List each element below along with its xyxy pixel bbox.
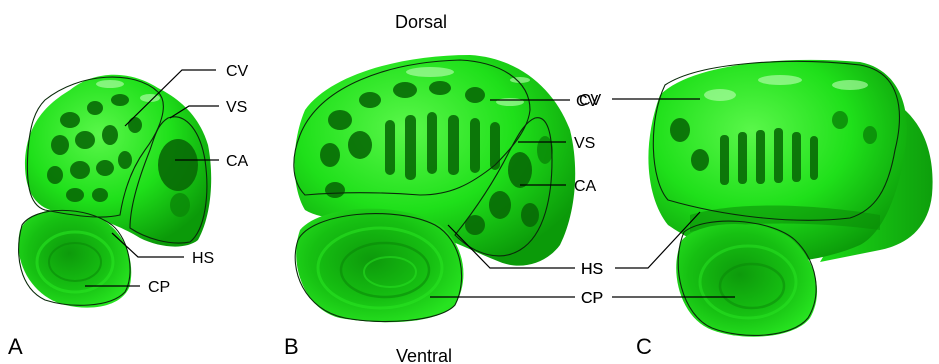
- panel-b-label-ca: CA: [574, 178, 597, 195]
- panel-a-label-cp: CP: [148, 279, 170, 296]
- panel-a-label-hs: HS: [192, 250, 214, 267]
- panel-b-label-vs: VS: [574, 135, 595, 152]
- panel-b-cp-disc: [296, 209, 463, 323]
- panel-c-letter: C: [636, 334, 652, 359]
- panel-a-label-ca: CA: [226, 153, 249, 170]
- panel-a-letter: A: [8, 334, 23, 359]
- orientation-ventral: Ventral: [396, 346, 452, 364]
- panel-c-label-cv: CV: [579, 92, 602, 109]
- panel-c-label-cp: CP: [581, 290, 603, 307]
- panel-c-label-hs: HS: [581, 261, 603, 278]
- panel-b-letter: B: [284, 334, 299, 359]
- panel-a-ca-cavity: [158, 139, 198, 191]
- panel-a-label-vs: VS: [226, 99, 247, 116]
- panel-b-specimen: [294, 55, 575, 322]
- orientation-dorsal: Dorsal: [395, 12, 447, 32]
- panel-a-label-cv: CV: [226, 63, 249, 80]
- panel-c-specimen: [648, 60, 932, 337]
